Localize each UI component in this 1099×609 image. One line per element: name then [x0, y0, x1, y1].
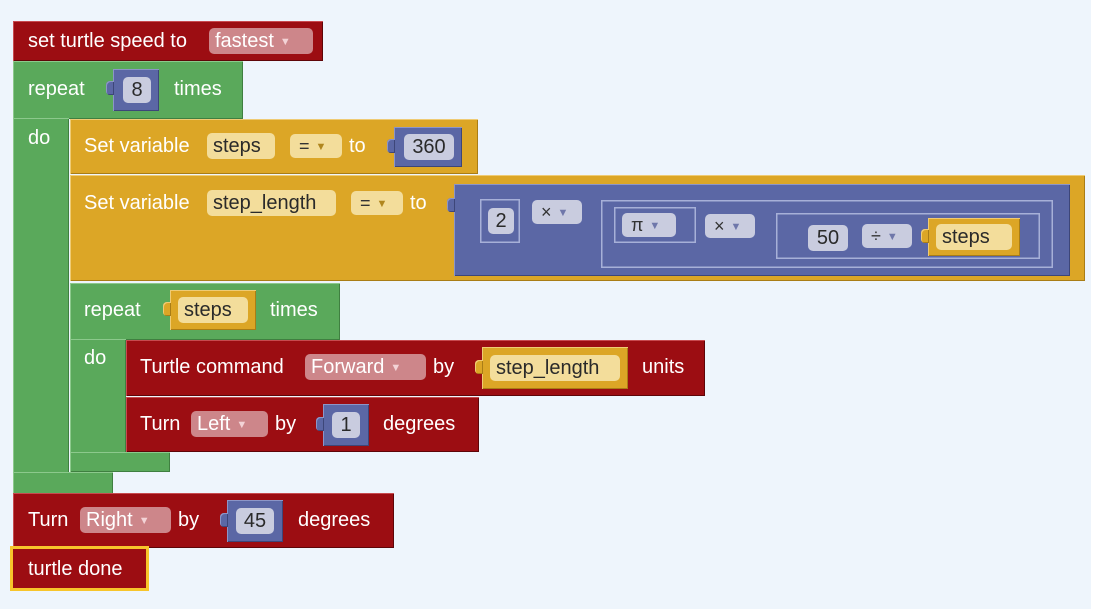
workspace-right-edge	[1091, 0, 1099, 609]
turn-direction-dropdown[interactable]: Left ▼	[191, 411, 268, 437]
socket-connector	[220, 513, 228, 527]
variable-name-field[interactable]: steps	[207, 133, 275, 159]
multiply-operator-dropdown[interactable]: ×▼	[705, 214, 755, 238]
socket-connector	[163, 302, 171, 316]
socket-connector	[387, 139, 395, 153]
assign-operator-dropdown[interactable]: =▼	[290, 134, 342, 158]
repeat-outer-spine	[13, 118, 69, 494]
steps-value-socket[interactable]: 360	[387, 127, 462, 167]
by-label: by	[275, 413, 297, 435]
operand-2-socket: 2	[480, 199, 520, 243]
divide-operator-value: ÷	[871, 226, 881, 246]
repeat-inner-bottom-arm	[70, 452, 170, 472]
steps-variable-field[interactable]: steps	[936, 224, 1012, 250]
units-label: units	[642, 356, 685, 378]
inner-multiply-frame: π▼ ×▼ 50 ÷▼ steps	[601, 200, 1053, 268]
steps-variable-getter[interactable]: steps	[921, 218, 1020, 256]
repeat-count-socket[interactable]: 8	[106, 69, 159, 111]
chevron-down-icon: ▼	[236, 419, 248, 431]
repeat-outer-label: repeat	[28, 78, 85, 100]
degrees-label: degrees	[383, 413, 456, 435]
set-variable-label: Set variable	[84, 135, 190, 157]
pi-constant-dropdown[interactable]: π▼	[622, 213, 676, 237]
turn-amount-socket[interactable]: 45	[220, 500, 283, 542]
turn-direction-value: Right	[86, 509, 133, 531]
turn-amount-field[interactable]: 45	[236, 508, 274, 534]
set-speed-label: set turtle speed to	[28, 30, 187, 52]
chevron-down-icon: ▼	[730, 221, 742, 233]
socket-connector	[447, 198, 455, 212]
to-label: to	[349, 135, 366, 157]
steps-value-field[interactable]: 360	[404, 134, 454, 160]
step-length-getter[interactable]: step_length	[475, 347, 628, 389]
to-label: to	[410, 192, 427, 214]
pi-value: π	[631, 215, 644, 235]
assign-operator-dropdown[interactable]: =▼	[351, 191, 403, 215]
chevron-down-icon: ▼	[649, 220, 661, 232]
variable-name-field[interactable]: step_length	[207, 190, 336, 216]
multiply-operator-value: ×	[541, 202, 552, 222]
speed-dropdown[interactable]: fastest ▼	[209, 28, 313, 54]
step-length-field[interactable]: step_length	[490, 355, 620, 381]
multiply-operator-value: ×	[714, 216, 725, 236]
pi-socket: π▼	[614, 207, 696, 243]
by-label: by	[433, 356, 455, 378]
chevron-down-icon: ▼	[557, 207, 569, 219]
turn-left-block[interactable]: Turn Left ▼ by 1 degrees	[126, 397, 479, 452]
socket-connector	[106, 81, 114, 95]
assign-operator-value: =	[299, 136, 310, 156]
set-variable-step-length-block[interactable]: Set variable step_length =▼ to 2 ×▼ π▼ ×…	[70, 175, 1085, 281]
repeat-inner-label: repeat	[84, 299, 141, 321]
socket-connector	[921, 229, 929, 243]
repeat-outer-bottom-arm	[13, 472, 113, 494]
operand-2-field[interactable]: 2	[488, 208, 514, 234]
multiply-operator-dropdown[interactable]: ×▼	[532, 200, 582, 224]
turn-right-block[interactable]: Turn Right ▼ by 45 degrees	[13, 493, 394, 548]
set-turtle-speed-block[interactable]: set turtle speed to fastest ▼	[13, 21, 323, 61]
operand-50-field[interactable]: 50	[808, 225, 848, 251]
command-value: Forward	[311, 356, 385, 378]
degrees-label: degrees	[298, 509, 371, 531]
repeat-steps-getter[interactable]: steps	[163, 290, 256, 330]
speed-value: fastest	[215, 30, 274, 52]
repeat-outer-times-label: times	[174, 78, 222, 100]
turtle-done-label: turtle done	[28, 558, 123, 580]
divide-expression-frame: 50 ÷▼ steps	[776, 213, 1040, 259]
socket-connector	[475, 360, 483, 374]
repeat-inner-times-label: times	[270, 299, 318, 321]
repeat-inner-do-label: do	[84, 347, 107, 369]
socket-connector	[316, 417, 324, 431]
turtle-command-label: Turtle command	[140, 356, 284, 378]
multiply-expression-block[interactable]: 2 ×▼ π▼ ×▼ 50 ÷▼ steps	[447, 184, 1070, 276]
turn-direction-value: Left	[197, 413, 231, 435]
repeat-outer-do-label: do	[28, 127, 51, 149]
turtle-done-block[interactable]: turtle done	[13, 549, 146, 588]
command-dropdown[interactable]: Forward ▼	[305, 354, 426, 380]
turn-amount-socket[interactable]: 1	[316, 404, 369, 446]
turtle-command-forward-block[interactable]: Turtle command Forward ▼ by step_length u…	[126, 340, 705, 396]
repeat-inner-spine	[70, 339, 126, 472]
repeat-count-field[interactable]: 8	[123, 77, 151, 103]
turn-direction-dropdown[interactable]: Right ▼	[80, 507, 171, 533]
by-label: by	[178, 509, 200, 531]
chevron-down-icon: ▼	[376, 198, 388, 210]
chevron-down-icon: ▼	[279, 36, 291, 48]
turn-amount-field[interactable]: 1	[332, 412, 360, 438]
set-variable-steps-block[interactable]: Set variable steps =▼ to 360	[70, 119, 478, 174]
repeat-steps-field[interactable]: steps	[178, 297, 248, 323]
turn-label: Turn	[140, 413, 181, 435]
divide-operator-dropdown[interactable]: ÷▼	[862, 224, 912, 248]
chevron-down-icon: ▼	[886, 231, 898, 243]
chevron-down-icon: ▼	[315, 141, 327, 153]
turn-label: Turn	[28, 509, 69, 531]
assign-operator-value: =	[360, 193, 371, 213]
set-variable-label: Set variable	[84, 192, 190, 214]
chevron-down-icon: ▼	[138, 515, 150, 527]
chevron-down-icon: ▼	[390, 362, 402, 374]
